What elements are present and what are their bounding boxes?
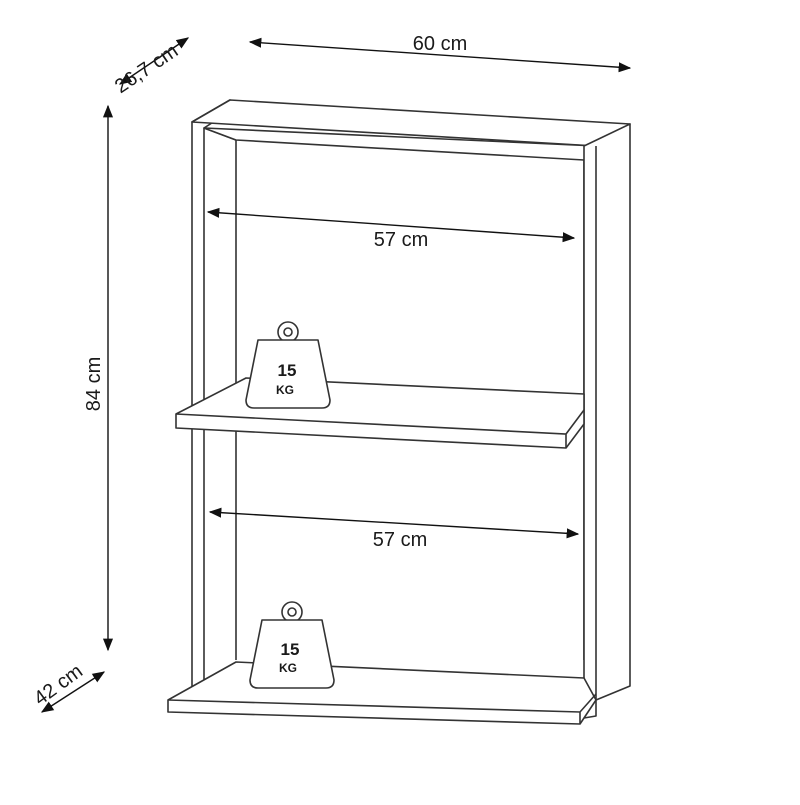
depth-top-label: 26,7 cm xyxy=(111,40,182,98)
depth-bottom-arrow xyxy=(40,671,106,713)
inner-width-lower-arrow xyxy=(208,507,580,539)
bottom-panel xyxy=(167,661,597,725)
weight-icon-lower: 15 KG xyxy=(249,601,335,689)
right-side-panel xyxy=(583,123,631,719)
middle-shelf xyxy=(175,377,585,449)
shelf-unit xyxy=(167,99,631,725)
inner-width-lower-label: 57 cm xyxy=(373,529,427,551)
depth-top-arrow xyxy=(118,37,190,85)
width-top-arrow xyxy=(248,37,632,73)
dimension-lines: 26,7 cm 60 cm 84 cm 57 cm 57 cm 42 cm xyxy=(30,33,632,713)
height-label: 84 cm xyxy=(83,357,105,411)
width-top-label: 60 cm xyxy=(413,33,467,55)
weight-upper-value: 15 xyxy=(278,361,297,380)
weight-upper-unit: KG xyxy=(276,383,294,397)
weight-lower-value: 15 xyxy=(281,640,300,659)
inner-width-upper-label: 57 cm xyxy=(374,229,428,251)
weight-lower-unit: KG xyxy=(279,661,297,675)
depth-bottom-label: 42 cm xyxy=(30,660,87,710)
weight-icon-upper: 15 KG xyxy=(245,321,331,409)
inner-width-upper-arrow xyxy=(206,207,576,243)
